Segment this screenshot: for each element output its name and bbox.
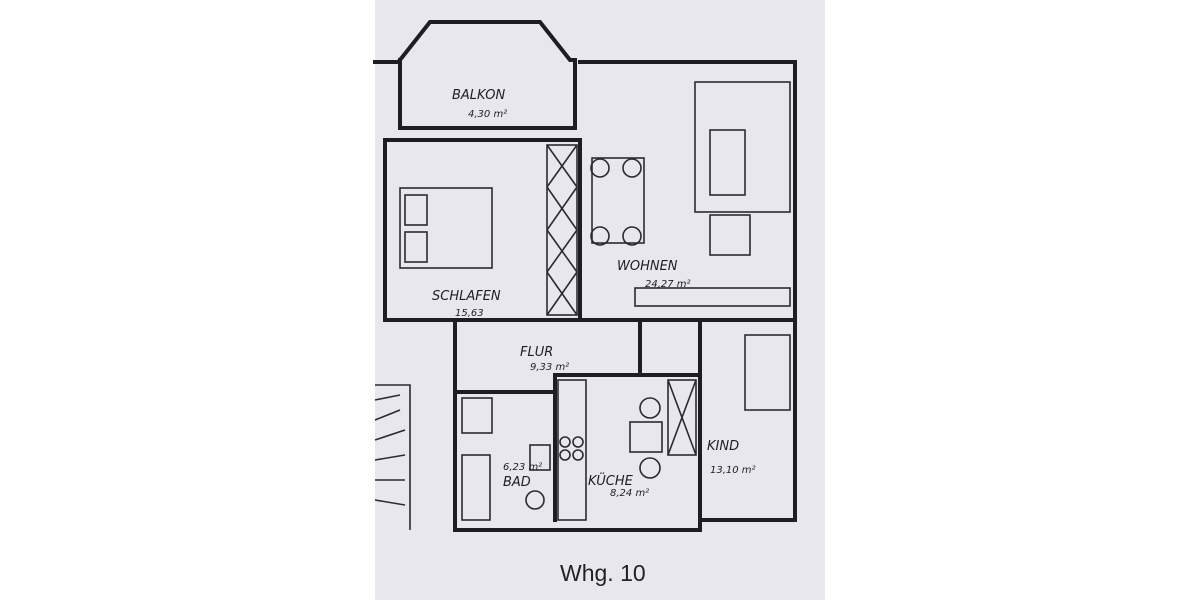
room-label-balkon: BALKON xyxy=(452,88,505,103)
room-area-kueche: 8,24 m² xyxy=(610,488,649,499)
bathroom-fixtures xyxy=(461,397,551,521)
room-label-wohnen: WOHNEN xyxy=(617,259,678,274)
room-area-bad: 6,23 m² xyxy=(503,462,542,473)
kitchen-furniture xyxy=(557,379,697,521)
single-bed xyxy=(744,334,791,411)
walls xyxy=(373,20,797,532)
room-label-schlafen: SCHLAFEN xyxy=(432,289,501,304)
wardrobe xyxy=(546,144,578,316)
staircase xyxy=(374,384,411,530)
room-label-flur: FLUR xyxy=(520,345,553,360)
room-label-bad: BAD xyxy=(503,475,531,490)
room-area-wohnen: 24,27 m² xyxy=(645,279,691,290)
room-label-kind: KIND xyxy=(707,439,739,454)
apartment-caption: Whg. 10 xyxy=(560,560,646,586)
double-bed xyxy=(399,187,493,269)
room-area-kind: 13,10 m² xyxy=(710,465,756,476)
room-area-balkon: 4,30 m² xyxy=(468,109,507,120)
room-area-schlafen: 15,63 xyxy=(455,308,484,319)
room-label-kueche: KÜCHE xyxy=(588,472,634,489)
living-furniture xyxy=(590,81,791,307)
room-area-flur: 9,33 m² xyxy=(530,362,569,373)
floor-plan-paper xyxy=(375,0,825,600)
